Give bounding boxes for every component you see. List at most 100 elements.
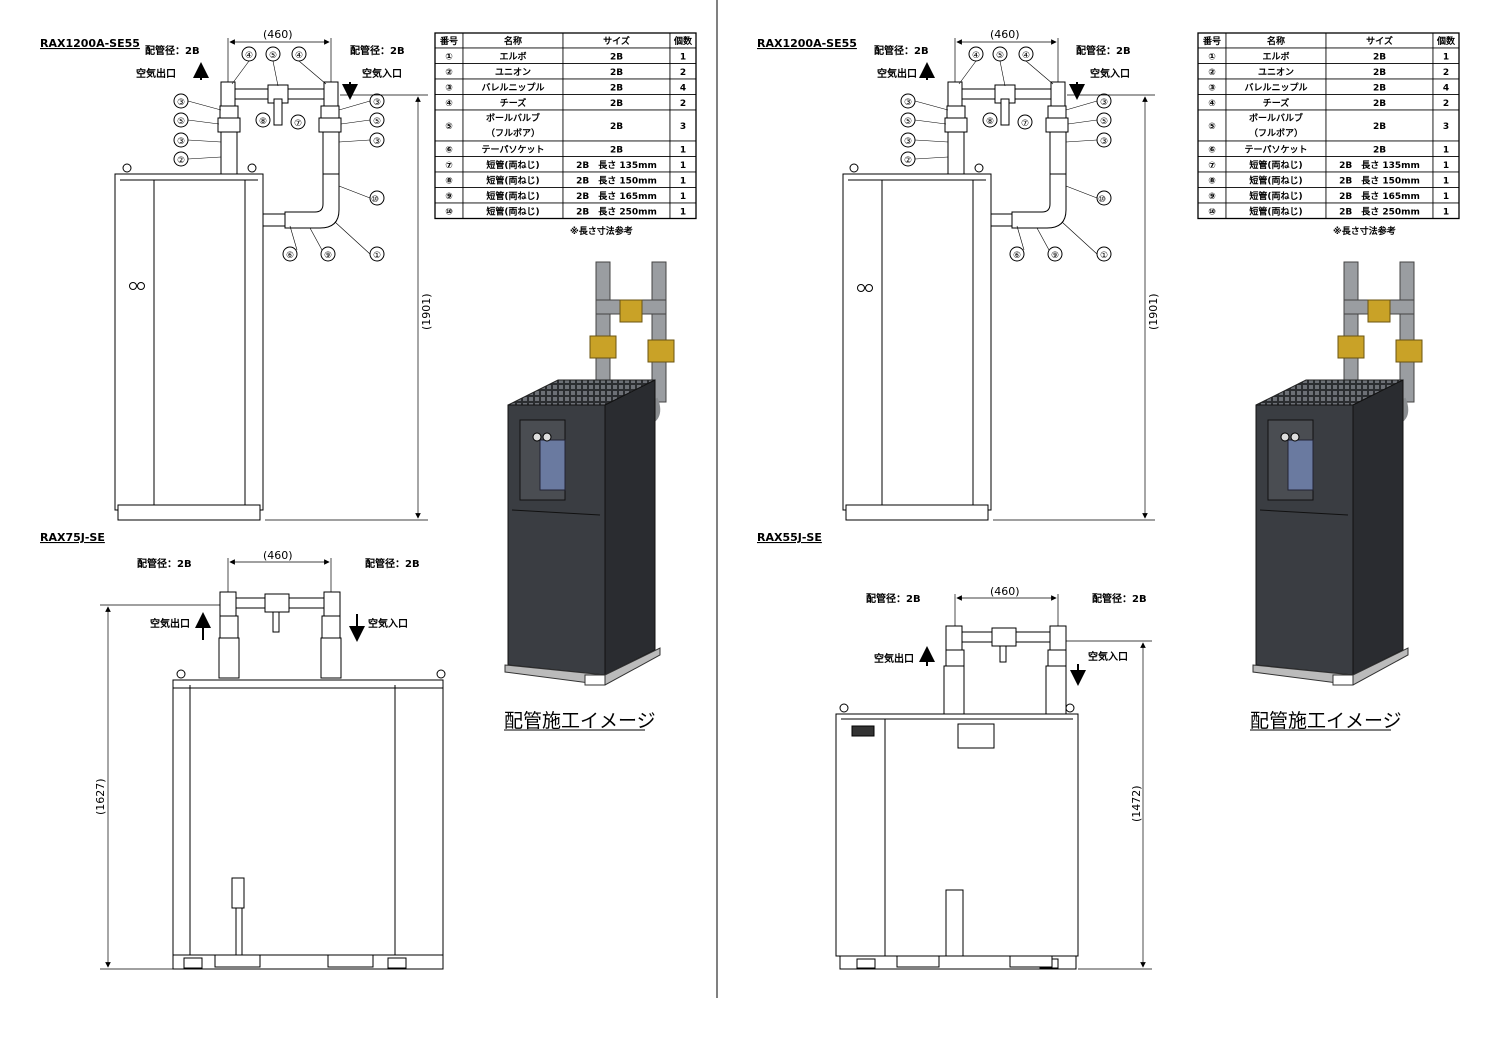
bottom-piping-r: [943, 625, 1067, 715]
table-cell-r-1-2: 2B: [1373, 68, 1386, 78]
bottom-unit-front: [172, 669, 446, 970]
table-cell-r-0-0: ①: [1208, 52, 1216, 62]
callout-r-3a: ③: [904, 98, 912, 108]
callout-6: ⑥: [286, 251, 294, 261]
top-unit-front: [114, 163, 264, 521]
table-cell-l-2-0: ③: [445, 83, 453, 93]
table-cell-r-3-2: 2B: [1373, 99, 1386, 109]
dim-460-text-r: (460): [990, 28, 1020, 41]
table-cell-l-5-2: 2B: [610, 145, 623, 155]
callout-10: ⑩: [371, 195, 379, 205]
table-cell-l-6-3: 1: [680, 161, 686, 171]
installation-caption: 配管施工イメージ: [504, 710, 656, 732]
table-cell-l-1-1: ユニオン: [495, 67, 531, 78]
table-cell-r-3-0: ④: [1208, 99, 1216, 109]
table-cell-r-6-0: ⑦: [1208, 161, 1216, 171]
table-cell-l-2-3: 4: [680, 83, 686, 93]
dim-1627-text: (1627): [94, 778, 107, 815]
dim-1901-text: (1901): [420, 293, 433, 330]
table-cell-l-9-3: 1: [680, 207, 686, 217]
bottom-model-label: RAX75J-SE: [40, 531, 105, 544]
table-cell-r-6-2: 2B 長さ 135mm: [1339, 160, 1420, 171]
callout-r-3b: ③: [904, 137, 912, 147]
table-cell-r-1-3: 2: [1443, 68, 1449, 78]
callout-r-3c: ③: [1100, 98, 1108, 108]
table-cell-r-8-2: 2B 長さ 165mm: [1339, 191, 1420, 202]
callout-3b: ③: [177, 137, 185, 147]
table-cell-r-0-3: 1: [1443, 52, 1449, 62]
callout-3c: ③: [373, 98, 381, 108]
table-cell-r-9-3: 1: [1443, 207, 1449, 217]
table-cell-l-5-3: 1: [680, 145, 686, 155]
table-cell-l-1-3: 2: [680, 68, 686, 78]
table-cell-l-0-3: 1: [680, 52, 686, 62]
table-cell-r-2-3: 4: [1443, 83, 1449, 93]
top-unit-front-r: [842, 163, 992, 521]
table-cell-l-9-0: ⑩: [445, 207, 453, 217]
bottom-model-label-r: RAX55J-SE: [757, 531, 822, 544]
callouts-top-r: ④ ⑤ ④ ③ ⑤ ③ ② ⑧ ⑦ ③ ⑤ ③ ⑩ ⑥ ⑨ ①: [900, 46, 1112, 262]
table-cell-r-2-0: ③: [1208, 83, 1216, 93]
pipe-size-inlet-label-r2: 配管径：2B: [1092, 592, 1147, 605]
table-header-l-0: 番号: [439, 35, 458, 47]
table-cell-r-2-1: バレルニップル: [1244, 81, 1307, 93]
length-note: ※長さ寸法参考: [570, 225, 633, 237]
table-cell-l-3-0: ④: [445, 99, 453, 109]
callout-r-7: ⑦: [1021, 119, 1029, 129]
table-cell-r-7-1: 短管(両ねじ): [1249, 174, 1302, 186]
dim-460-text-r2: (460): [990, 585, 1020, 598]
table-cell-l-1-2: 2B: [610, 68, 623, 78]
table-cell-l-3-3: 2: [680, 99, 686, 109]
callout-r-4b: ④: [1022, 51, 1030, 61]
table-cell-r-3-3: 2: [1443, 99, 1449, 109]
table-cell-l-8-3: 1: [680, 192, 686, 202]
callout-r-5a: ⑤: [996, 51, 1004, 61]
callout-1: ①: [373, 251, 381, 261]
dim-1472-text: (1472): [1130, 785, 1143, 822]
installation-3d-image-r: [1252, 261, 1423, 686]
callout-9: ⑨: [324, 251, 332, 261]
table-cell-l-9-2: 2B 長さ 250mm: [576, 206, 657, 217]
air-outlet-label-2: 空気出口: [150, 617, 190, 630]
table-cell-l-7-3: 1: [680, 176, 686, 186]
table-cell-r-7-2: 2B 長さ 150mm: [1339, 175, 1420, 186]
air-inlet-label: 空気入口: [362, 67, 402, 80]
pipe-size-outlet-label-2: 配管径：2B: [137, 557, 192, 570]
table-cell-l-2-1: バレルニップル: [481, 81, 544, 93]
table-cell-r-9-0: ⑩: [1208, 207, 1216, 217]
table-cell-l-3-1: チーズ: [500, 97, 527, 109]
table-cell-l-2-2: 2B: [610, 83, 623, 93]
table-cell-l-4-3: 3: [680, 122, 686, 132]
callout-r-10: ⑩: [1098, 195, 1106, 205]
callout-3a: ③: [177, 98, 185, 108]
table-cell-l-6-1: 短管(両ねじ): [486, 159, 539, 171]
callout-4b: ④: [295, 51, 303, 61]
table-cell-l-6-0: ⑦: [445, 161, 453, 171]
table-header-r-3: 個数: [1436, 35, 1456, 47]
installation-caption-r: 配管施工イメージ: [1250, 710, 1402, 732]
table-cell-r-2-2: 2B: [1373, 83, 1386, 93]
table-cell-l-9-1: 短管(両ねじ): [486, 205, 539, 217]
dim-460-text: (460): [263, 28, 293, 41]
table-cell-r-9-1: 短管(両ねじ): [1249, 205, 1302, 217]
table-cell-l-4-2: 2B: [610, 122, 623, 132]
table-cell-r-8-0: ⑨: [1208, 192, 1216, 202]
callout-r-3d: ③: [1100, 137, 1108, 147]
table-cell-l-3-2: 2B: [610, 99, 623, 109]
sheet-right: RAX1200A-SE55 配管径：2B 配管径：2B 空気出口 空気入口 (4…: [757, 28, 1460, 970]
top-piping-r: [944, 81, 1069, 229]
bottom-unit-front-r: [835, 703, 1079, 970]
table-cell-r-4-0: ⑤: [1208, 122, 1216, 132]
air-outlet-label-r: 空気出口: [877, 67, 917, 80]
callout-r-5c: ⑤: [1100, 117, 1108, 127]
table-cell-l-1-0: ②: [445, 68, 453, 78]
table-header-l-2: サイズ: [603, 35, 630, 47]
table-cell-r-8-1: 短管(両ねじ): [1249, 190, 1302, 202]
table-cell-l-0-0: ①: [445, 52, 453, 62]
callout-5b: ⑤: [177, 117, 185, 127]
table-cell-l-4-name: ボールバルブ: [486, 112, 540, 124]
table-cell-l-4-name2: （フルボア）: [486, 127, 540, 139]
table-cell-l-7-1: 短管(両ねじ): [486, 174, 539, 186]
